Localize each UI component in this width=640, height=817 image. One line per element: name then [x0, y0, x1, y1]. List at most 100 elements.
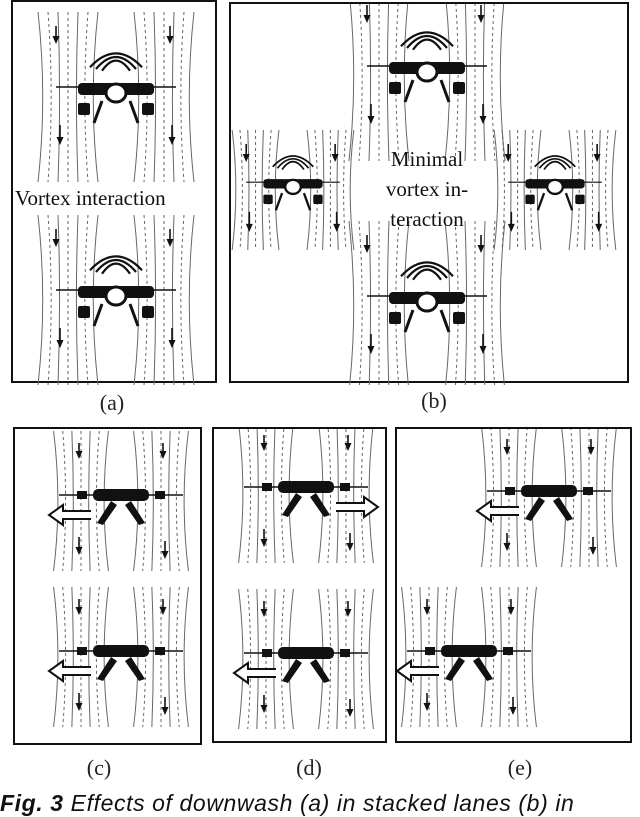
downwash-streamlines [37, 11, 99, 183]
down-arrow [331, 144, 339, 162]
panel-b-label: (b) [421, 388, 447, 413]
panel-d-label: (d) [296, 755, 322, 780]
down-arrow [75, 443, 83, 459]
down-arrow [477, 5, 485, 23]
panel-c-label: (c) [86, 755, 112, 780]
down-arrow [260, 601, 268, 617]
quadcopter-drone [246, 155, 340, 211]
down-arrow [168, 125, 176, 145]
signal-waves-icon [89, 52, 143, 72]
downwash-streamlines [568, 129, 617, 251]
downwash-streamlines [444, 220, 506, 385]
down-arrow [161, 697, 169, 715]
signal-waves-icon [400, 261, 454, 281]
caption-text: Effects of downwash (a) in stacked lanes… [70, 790, 575, 816]
panel-b: Minimal vortex in- teraction [229, 2, 629, 385]
down-arrow [344, 435, 352, 451]
downwash-streamlines [318, 429, 374, 564]
drone-scene-c-bottom [47, 586, 189, 728]
signal-waves-icon [89, 255, 143, 275]
quadcopter-drone [47, 489, 183, 527]
minimal-vortex-line-3: teraction [390, 207, 464, 231]
down-arrow [260, 529, 268, 547]
vortex-interaction-label: Vortex interaction [15, 186, 166, 211]
down-arrow [75, 537, 83, 555]
down-arrow [346, 533, 354, 551]
down-arrow [333, 211, 341, 232]
down-arrow [159, 599, 167, 615]
quadcopter-drone [56, 255, 176, 327]
down-arrow [75, 693, 83, 711]
down-arrow [159, 443, 167, 459]
drone-scene-e-top [475, 429, 617, 568]
minimal-vortex-line-2: vortex in- [385, 177, 469, 201]
panel-d [212, 427, 387, 743]
down-arrow [260, 435, 268, 451]
lateral-flow-arrow [47, 659, 91, 683]
down-arrow [363, 235, 371, 253]
lateral-flow-arrow [336, 495, 380, 519]
minimal-vortex-label: Minimal vortex in- teraction [359, 144, 495, 234]
quadcopter-drone [397, 645, 531, 683]
down-arrow [161, 541, 169, 559]
downwash-streamlines [231, 129, 280, 251]
drone-scene-a-bottom [37, 214, 195, 385]
down-arrow [260, 695, 268, 713]
down-arrow [363, 5, 371, 23]
down-arrow [56, 328, 64, 348]
figure-number: Fig. 3 [0, 790, 64, 816]
panel-e-label: (e) [507, 755, 533, 780]
signal-waves-icon [534, 155, 576, 171]
downwash-streamlines [493, 129, 542, 251]
down-arrow [245, 211, 253, 232]
downwash-streamlines [238, 429, 294, 564]
minimal-vortex-line-1: Minimal [390, 147, 464, 171]
down-arrow [52, 229, 60, 247]
down-arrow [166, 229, 174, 247]
downwash-streamlines [133, 586, 189, 728]
downwash-streamlines [238, 588, 294, 730]
quadcopter-drone [47, 645, 183, 683]
down-arrow [479, 104, 487, 124]
quadcopter-drone [475, 485, 611, 523]
downwash-streamlines [37, 214, 99, 385]
down-arrow [507, 599, 515, 615]
down-arrow [242, 144, 250, 162]
downwash-streamlines [318, 588, 374, 730]
drone-scene-b-top [348, 4, 506, 162]
panel-c [13, 427, 202, 745]
down-arrow [367, 334, 375, 354]
down-arrow [595, 211, 603, 232]
downwash-streamlines [444, 4, 506, 162]
panel-a-label: (a) [99, 390, 125, 415]
panel-a: Vortex interaction [11, 0, 217, 385]
down-arrow [344, 601, 352, 617]
down-arrow [593, 144, 601, 162]
drone-scene-b-left [231, 129, 355, 251]
signal-waves-icon [272, 155, 314, 171]
drone-scene-b-right [493, 129, 617, 251]
down-arrow [587, 439, 595, 455]
downwash-streamlines [348, 220, 410, 385]
down-arrow [168, 328, 176, 348]
down-arrow [166, 26, 174, 44]
figure-caption: Fig. 3 Effects of downwash (a) in stacke… [0, 790, 640, 817]
down-arrow [503, 533, 511, 551]
down-arrow [423, 693, 431, 711]
down-arrow [75, 599, 83, 615]
lateral-flow-arrow [397, 659, 439, 683]
quadcopter-drone [244, 481, 380, 519]
down-arrow [477, 235, 485, 253]
down-arrow [509, 697, 517, 715]
drone-scene-d-top [238, 429, 380, 564]
drone-scene-c-top [47, 430, 189, 572]
down-arrow [507, 211, 515, 232]
drone-scene-e-bottom [397, 586, 537, 728]
quadcopter-drone [56, 52, 176, 124]
quadcopter-drone [367, 31, 487, 103]
quadcopter-drone [508, 155, 602, 211]
downwash-streamlines [133, 214, 195, 385]
panel-e [395, 427, 632, 743]
lateral-flow-arrow [232, 661, 276, 685]
signal-waves-icon [400, 31, 454, 51]
